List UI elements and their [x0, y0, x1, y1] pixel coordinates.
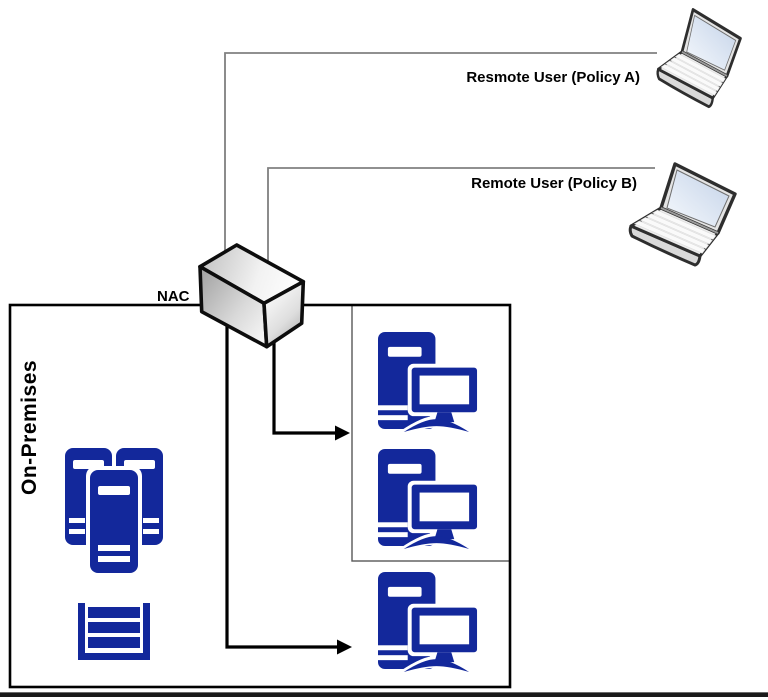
arrow-to-policy-a-zone — [272, 328, 350, 441]
laptop-icon — [628, 162, 737, 267]
laptop-icon — [656, 8, 743, 109]
connector-remote-user-a — [224, 52, 657, 258]
server-cluster-icon — [65, 448, 163, 573]
arrow-to-policy-b-workstation — [225, 320, 352, 655]
nac-3d-box-icon — [198, 243, 306, 349]
on-premises-label: On-Premises — [18, 359, 41, 495]
workstation-icon — [378, 332, 481, 433]
bottom-border-bar — [0, 692, 768, 697]
nac-label: NAC — [157, 288, 190, 305]
workstation-icon — [378, 572, 481, 673]
connector-remote-user-b — [267, 167, 655, 278]
server-rack-icon — [78, 603, 150, 660]
workstation-icon — [378, 449, 481, 550]
remote-user-b-label: Remote User (Policy B) — [471, 175, 637, 192]
remote-user-a-label: Resmote User (Policy A) — [466, 69, 640, 86]
